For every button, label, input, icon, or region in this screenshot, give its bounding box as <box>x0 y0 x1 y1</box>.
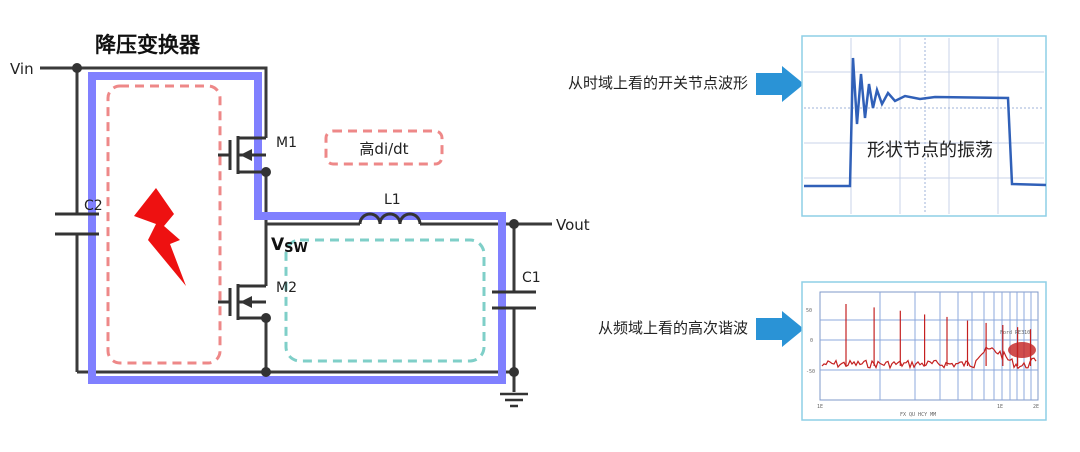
m1-label: M1 <box>276 135 297 151</box>
hot-loop-outline <box>106 84 222 365</box>
spectrum-corner-text: Ford RE310 <box>1000 330 1030 336</box>
l1-inductor <box>358 212 422 225</box>
spectrum-trace <box>821 304 1037 370</box>
junction-dot <box>509 219 519 229</box>
c1-label: C1 <box>522 270 541 286</box>
spectrum-y-tick: -50 <box>806 369 815 375</box>
frequency-domain-panel: 从频域上看的高次谐波 50 0 -50 1E 1E 2E Ford RE <box>598 281 1047 421</box>
junction-dot <box>261 367 271 377</box>
c1-capacitor <box>492 290 536 310</box>
input-current-loop <box>88 72 506 384</box>
m2-label: M2 <box>276 280 297 296</box>
lightning-icon <box>134 188 186 286</box>
c2-capacitor <box>55 212 99 236</box>
m2-mosfet <box>218 284 266 320</box>
spectrum-x-tick: 1E <box>997 404 1003 410</box>
spectrum-footer-text: FX QU HCY MM <box>900 412 936 418</box>
spectrum-y-tick: 0 <box>810 338 813 344</box>
l1-label: L1 <box>384 192 401 208</box>
spectrum-x-tick: 2E <box>1033 404 1039 410</box>
vin-wire <box>40 66 268 138</box>
junction-dot <box>72 63 82 73</box>
junction-dot <box>261 167 271 177</box>
spectrum-x-tick: 1E <box>817 404 823 410</box>
vout-label: Vout <box>556 216 590 234</box>
spectrum-plot-area <box>819 291 1039 401</box>
switch-node-waveform <box>804 57 1047 188</box>
arrow-right-icon <box>756 311 804 347</box>
ringing-label: 形状节点的振荡 <box>867 140 993 161</box>
spectrum-y-tick: 50 <box>806 308 812 314</box>
ground-icon <box>500 392 528 408</box>
high-didt-label: 高di/dt <box>359 140 408 158</box>
buck-converter-diagram: 降压变换器 高di/dt C2 C1 L1 <box>10 33 590 408</box>
vin-label: Vin <box>10 60 34 78</box>
output-loop-outline <box>284 238 486 363</box>
circuit-title: 降压变换器 <box>95 33 201 57</box>
high-didt-box <box>324 129 444 166</box>
oscilloscope-grid <box>804 38 1044 214</box>
spectrum-dense-region <box>1008 342 1036 358</box>
spectrum-noise-floor <box>821 346 1037 370</box>
freq-domain-label: 从频域上看的高次谐波 <box>598 319 748 337</box>
vsw-label: VSW <box>271 235 308 256</box>
time-domain-label: 从时域上看的开关节点波形 <box>568 74 748 92</box>
c2-label: C2 <box>84 198 103 214</box>
m1-mosfet <box>218 136 266 174</box>
arrow-right-icon <box>756 66 804 102</box>
junction-dot <box>509 367 519 377</box>
junction-dot <box>261 313 271 323</box>
time-domain-panel: 从时域上看的开关节点波形 形状节点的振荡 <box>568 35 1047 217</box>
